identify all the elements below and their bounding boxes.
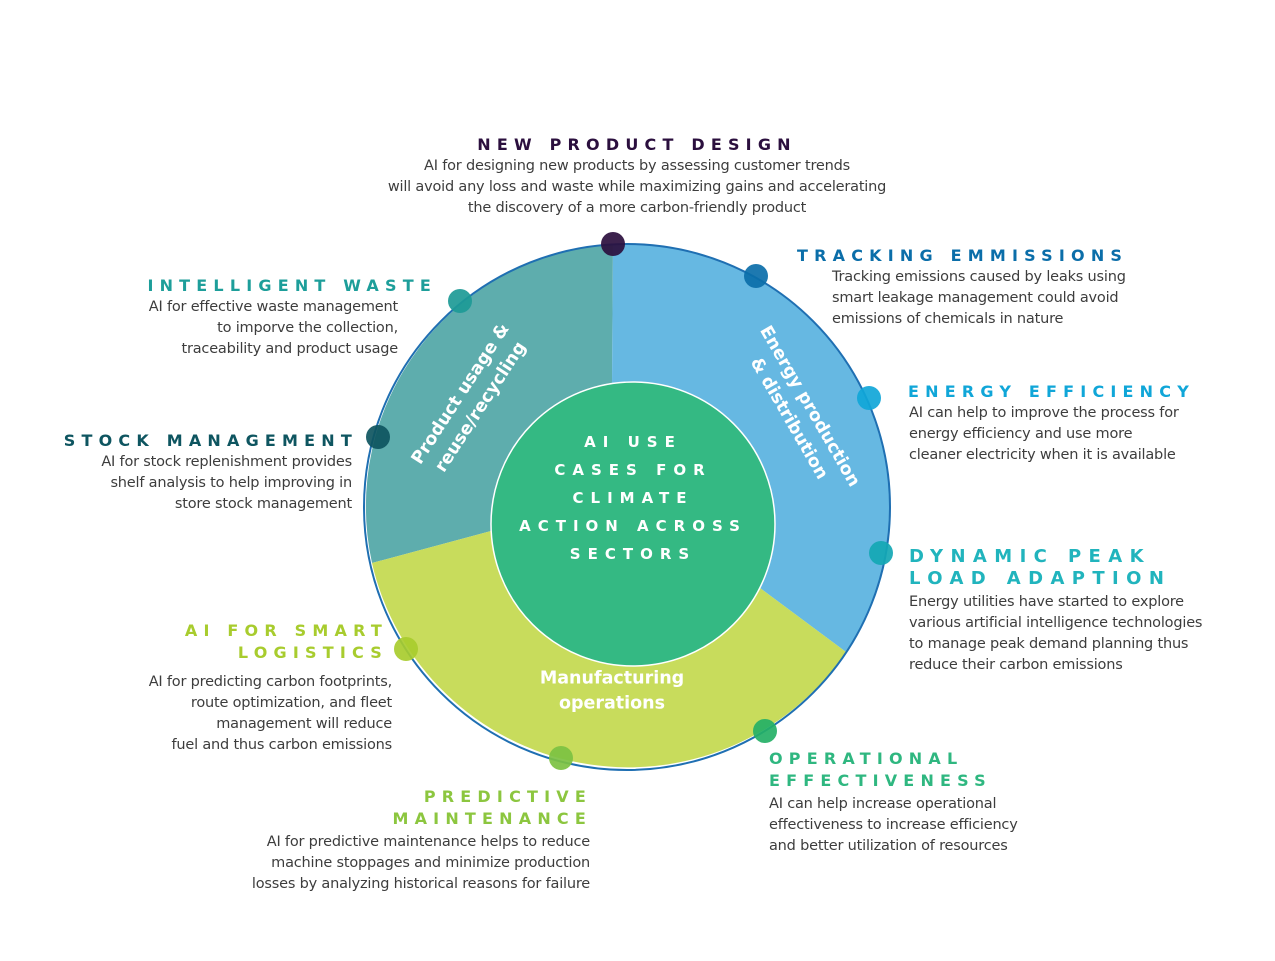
center-title-line: CASES FOR [554, 461, 711, 479]
center-title: AI USE CASES FOR CLIMATE ACTION ACROSS SECTO… [519, 433, 747, 563]
use-case-title: DYNAMIC PEAK LOAD ADAPTION [909, 546, 1202, 590]
use-case-title: INTELLIGENT WASTE [147, 275, 437, 297]
use-case-predictive-maintenance: PREDICTIVE MAINTENANCE AI for predictive… [252, 786, 590, 895]
desc-line: route optimization, and fleet [190, 695, 392, 711]
desc-line: AI for predictive maintenance helps to r… [266, 834, 590, 850]
use-case-title: NEW PRODUCT DESIGN [377, 134, 897, 156]
desc-line: to manage peak demand planning thus [909, 636, 1189, 652]
use-case-description: AI for predicting carbon footprints, rou… [148, 672, 393, 756]
desc-line: losses by analyzing historical reasons f… [251, 876, 590, 892]
desc-line: and better utilization of resources [769, 838, 1008, 854]
center-title-line: SECTORS [570, 545, 696, 563]
use-case-description: AI for predictive maintenance helps to r… [252, 832, 590, 895]
desc-line: various artificial intelligence technolo… [909, 615, 1203, 631]
title-line: LOAD ADAPTION [909, 568, 1172, 589]
use-case-tracking-emissions: TRACKING EMMISSIONS Tracking emissions c… [797, 245, 1128, 330]
outer-ring-outline [363, 243, 891, 771]
sector-product-usage [365, 244, 613, 563]
use-case-description: AI can help increase operational effecti… [769, 794, 1018, 857]
title-line: AI FOR SMART [184, 621, 388, 640]
use-case-energy-efficiency: ENERGY EFFICIENCY AI can help to improve… [908, 381, 1195, 466]
desc-line: shelf analysis to help improving in [110, 475, 352, 491]
center-circle [490, 381, 776, 667]
title-line: DYNAMIC PEAK [909, 546, 1151, 567]
desc-line: Energy utilities have started to explore [909, 594, 1184, 610]
use-case-title: OPERATIONAL EFFECTIVENESS [769, 748, 1018, 792]
use-case-description: AI for stock replenishment provides shel… [64, 452, 352, 515]
use-case-title: STOCK MANAGEMENT [64, 430, 358, 452]
sector-label-line: Manufacturing [540, 669, 684, 689]
title-line: INTELLIGENT WASTE [147, 276, 437, 295]
use-case-description: AI for designing new products by assessi… [377, 156, 897, 219]
desc-line: reduce their carbon emissions [909, 657, 1123, 673]
marker-dot-smart-logistics [394, 637, 418, 661]
desc-line: AI for effective waste management [148, 299, 398, 315]
marker-dot-stock-management [366, 425, 390, 449]
marker-dot-predictive-maintenance [549, 746, 573, 770]
use-case-operational-effectiveness: OPERATIONAL EFFECTIVENESS AI can help in… [769, 748, 1018, 857]
title-line: MAINTENANCE [392, 809, 592, 828]
desc-line: traceability and product usage [181, 341, 399, 357]
desc-line: cleaner electricity when it is available [909, 447, 1176, 463]
desc-line: emissions of chemicals in nature [832, 311, 1064, 327]
title-line: LOGISTICS [237, 643, 388, 662]
sector-label-line: operations [559, 694, 665, 714]
title-line: OPERATIONAL [769, 749, 964, 768]
use-case-intelligent-waste: INTELLIGENT WASTE AI for effective waste… [147, 275, 431, 360]
desc-line: smart leakage management could avoid [832, 290, 1119, 306]
sector-label-manufacturing: Manufacturing operations [540, 669, 684, 714]
marker-dot-energy-efficiency [857, 386, 881, 410]
desc-line: Tracking emissions caused by leaks using [832, 269, 1126, 285]
use-case-smart-logistics: AI FOR SMART LOGISTICS AI for predicting… [149, 620, 393, 756]
desc-line: fuel and thus carbon emissions [171, 737, 393, 753]
desc-line: management will reduce [216, 716, 392, 732]
desc-line: to imporve the collection, [217, 320, 398, 336]
desc-line: AI for predicting carbon footprints, [148, 674, 393, 690]
use-case-description: AI can help to improve the process for e… [909, 403, 1195, 466]
desc-line: will avoid any loss and waste while maxi… [387, 179, 887, 195]
marker-dot-tracking-emissions [744, 264, 768, 288]
center-title-line: AI USE [584, 433, 682, 451]
title-line: STOCK MANAGEMENT [63, 431, 358, 450]
marker-dot-intelligent-waste [448, 289, 472, 313]
desc-line: AI can help increase operational [769, 796, 997, 812]
desc-line: energy efficiency and use more [909, 426, 1133, 442]
desc-line: AI for stock replenishment provides [101, 454, 352, 470]
use-case-title: ENERGY EFFICIENCY [908, 381, 1195, 403]
desc-line: machine stoppages and minimize productio… [271, 855, 590, 871]
desc-line: AI can help to improve the process for [909, 405, 1179, 421]
marker-dot-new-product-design [601, 232, 625, 256]
use-case-description: Tracking emissions caused by leaks using… [832, 267, 1128, 330]
center-title-line: CLIMATE [573, 489, 694, 507]
desc-line: store stock management [174, 496, 352, 512]
use-case-description: AI for effective waste management to imp… [147, 297, 398, 360]
title-line: TRACKING EMMISSIONS [797, 246, 1129, 265]
desc-line: AI for designing new products by assessi… [424, 158, 850, 174]
use-case-title: PREDICTIVE MAINTENANCE [252, 786, 592, 830]
use-case-description: Energy utilities have started to explore… [909, 592, 1202, 676]
use-case-title: AI FOR SMART LOGISTICS [149, 620, 388, 664]
desc-line: the discovery of a more carbon-friendly … [467, 200, 807, 216]
title-line: NEW PRODUCT DESIGN [477, 135, 797, 154]
use-case-stock-management: STOCK MANAGEMENT AI for stock replenishm… [64, 430, 352, 515]
title-line: ENERGY EFFICIENCY [908, 382, 1195, 401]
center-title-line: ACTION ACROSS [519, 517, 747, 535]
use-case-new-product-design: NEW PRODUCT DESIGN AI for designing new … [377, 134, 897, 219]
desc-line: effectiveness to increase efficiency [769, 817, 1018, 833]
use-case-dynamic-peak-load: DYNAMIC PEAK LOAD ADAPTION Energy utilit… [909, 546, 1202, 676]
title-line: EFFECTIVENESS [769, 771, 992, 790]
marker-dot-operational-effectiveness [753, 719, 777, 743]
use-case-title: TRACKING EMMISSIONS [797, 245, 1128, 267]
marker-dot-dynamic-peak-load [869, 541, 893, 565]
title-line: PREDICTIVE [423, 787, 592, 806]
